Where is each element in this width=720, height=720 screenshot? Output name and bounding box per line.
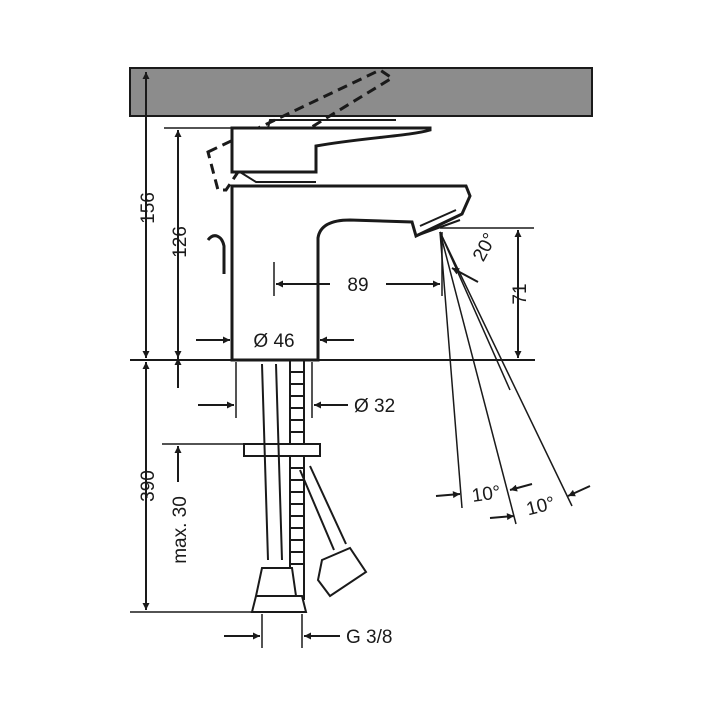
fixing-plate — [243, 443, 321, 457]
dim-46-label: Ø 46 — [253, 331, 294, 352]
angle-10-left-label: 10° — [471, 482, 502, 507]
lever-detail — [239, 119, 396, 183]
angle-20-arrow — [451, 267, 479, 283]
lever-handle — [230, 126, 432, 174]
angle-10-right-arrow-a — [489, 513, 515, 521]
dim-g38-label: G 3/8 — [346, 627, 392, 648]
angle-10-right-label: 10° — [524, 493, 557, 520]
dim-71-label: 71 — [510, 283, 531, 304]
spray-line-2 — [439, 231, 517, 525]
angle-20-label: 20° — [469, 230, 501, 265]
angle-10-left-arrow-b — [509, 483, 533, 492]
dim-89-label: 89 — [347, 275, 368, 296]
nut-left — [250, 567, 308, 613]
dim-156-label: 156 — [138, 192, 159, 224]
dim-32-label: Ø 32 — [354, 396, 395, 417]
angle-10-left-arrow-a — [435, 491, 461, 499]
dim-30-label: max. 30 — [170, 496, 191, 564]
hose-right — [299, 465, 347, 551]
countertop — [129, 67, 593, 117]
spray-line-3 — [439, 231, 573, 507]
mixer-body — [230, 184, 472, 362]
popup-rod — [206, 234, 226, 274]
angle-10-right-arrow-b — [567, 485, 591, 497]
dim-390-label: 390 — [138, 470, 159, 502]
hose-left — [261, 363, 283, 561]
spray-line-4 — [439, 231, 511, 391]
nut-right — [316, 546, 368, 598]
spout-aerator — [415, 209, 461, 237]
dim-126-label: 126 — [170, 226, 191, 258]
threaded-shank — [289, 360, 305, 600]
spray-line-1 — [439, 231, 463, 509]
